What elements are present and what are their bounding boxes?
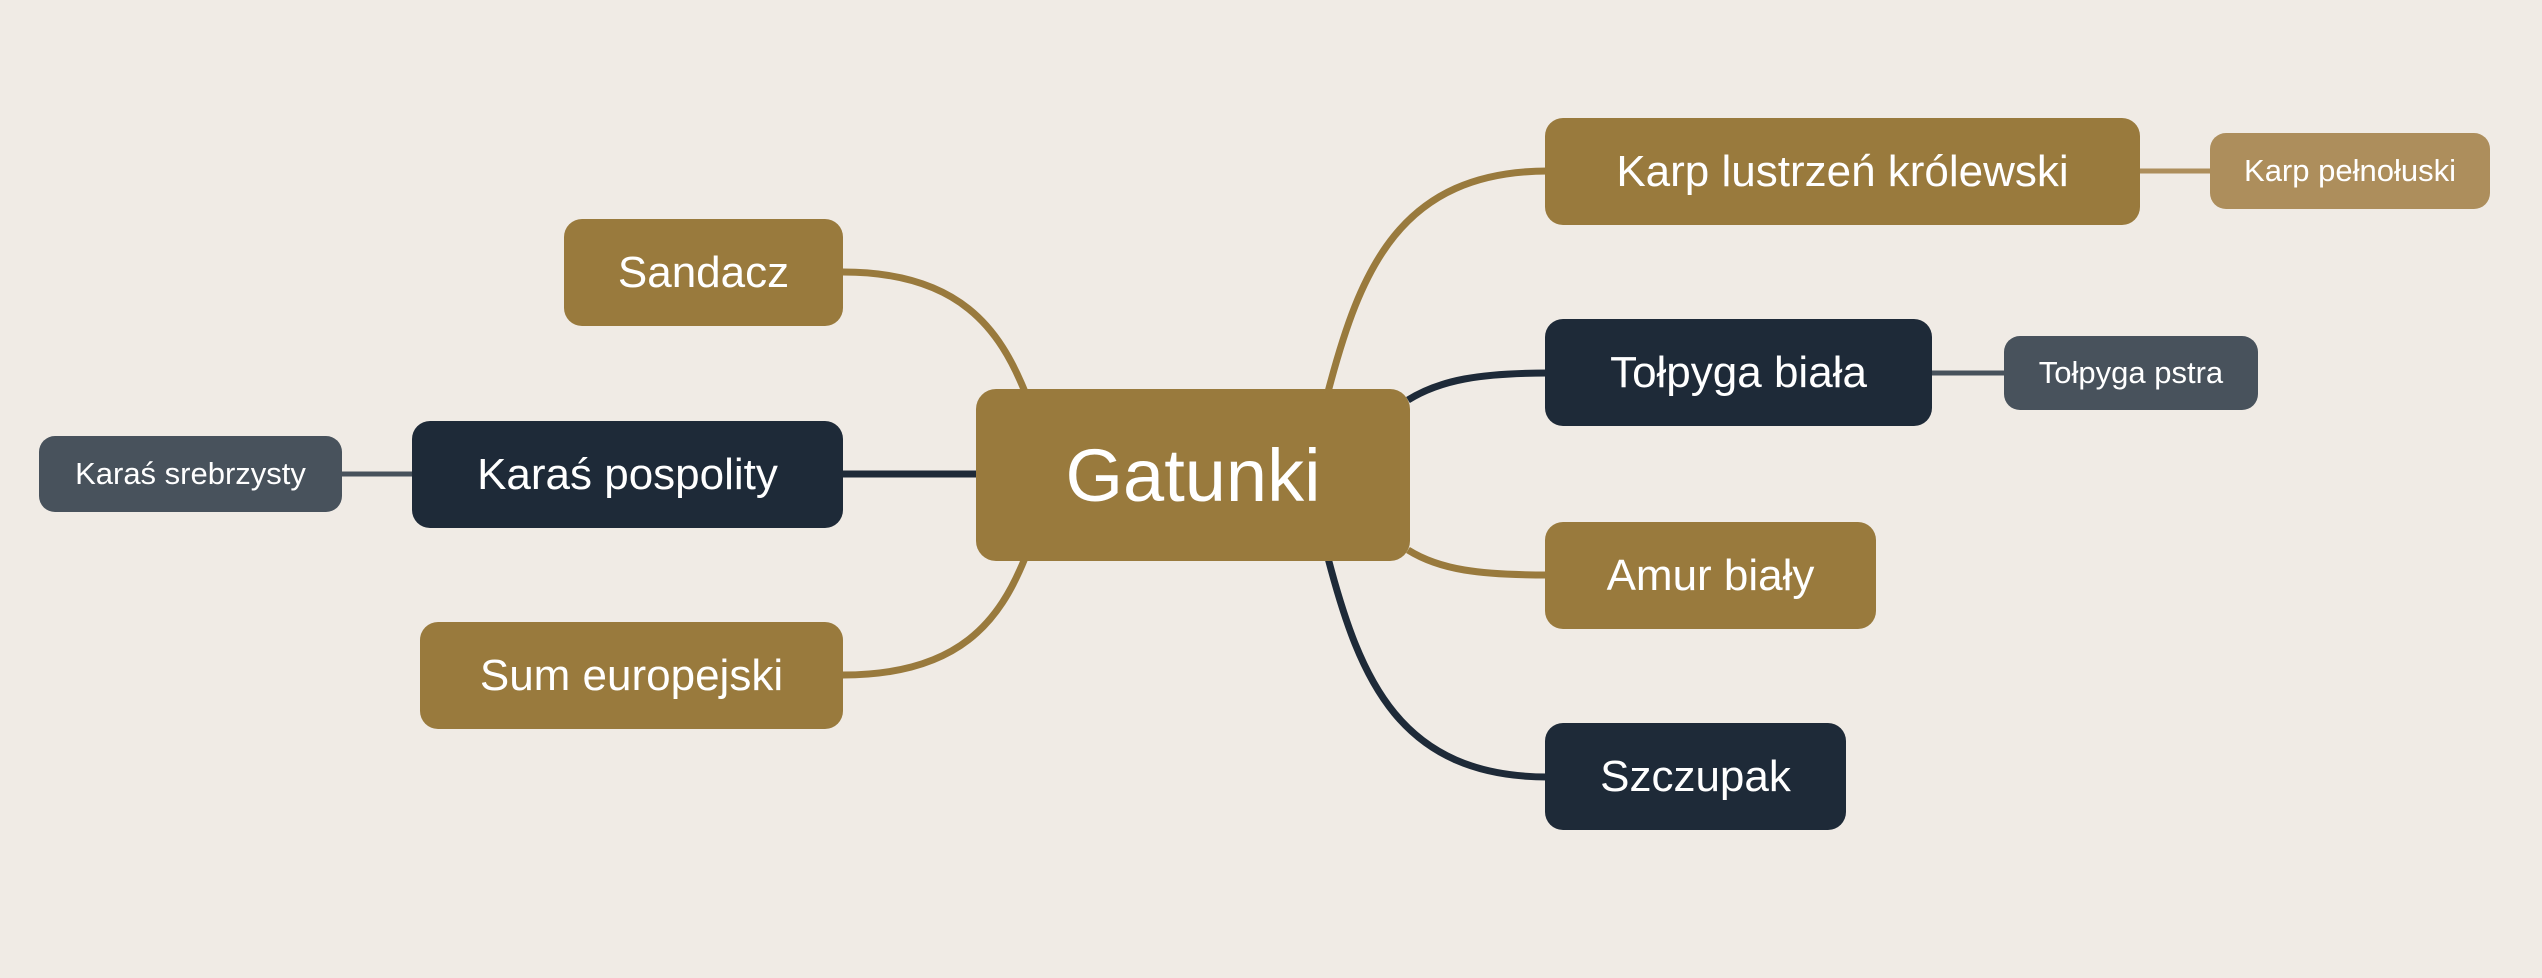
node-sum-europejski[interactable]: Sum europejski <box>420 622 843 729</box>
root-node-gatunki[interactable]: Gatunki <box>976 389 1410 561</box>
link-szczupak <box>1324 557 1549 781</box>
node-karas-srebrzysty[interactable]: Karaś srebrzysty <box>39 436 342 512</box>
node-tolpyga-pstra[interactable]: Tołpyga pstra <box>2004 336 2258 410</box>
node-karp-pelnoluski[interactable]: Karp pełnołuski <box>2210 133 2490 209</box>
node-karp-lustrzen[interactable]: Karp lustrzeń królewski <box>1545 118 2140 225</box>
link-sum <box>842 556 1029 679</box>
node-karas-pospolity[interactable]: Karaś pospolity <box>412 421 843 528</box>
node-tolpyga-biala[interactable]: Tołpyga biała <box>1545 319 1932 426</box>
link-sandacz <box>842 268 1029 394</box>
node-sandacz[interactable]: Sandacz <box>564 219 843 326</box>
node-amur-bialy[interactable]: Amur biały <box>1545 522 1876 629</box>
link-amur <box>1406 547 1549 579</box>
link-karp <box>1324 167 1549 393</box>
node-szczupak[interactable]: Szczupak <box>1545 723 1846 830</box>
link-tolpyga <box>1406 369 1549 403</box>
